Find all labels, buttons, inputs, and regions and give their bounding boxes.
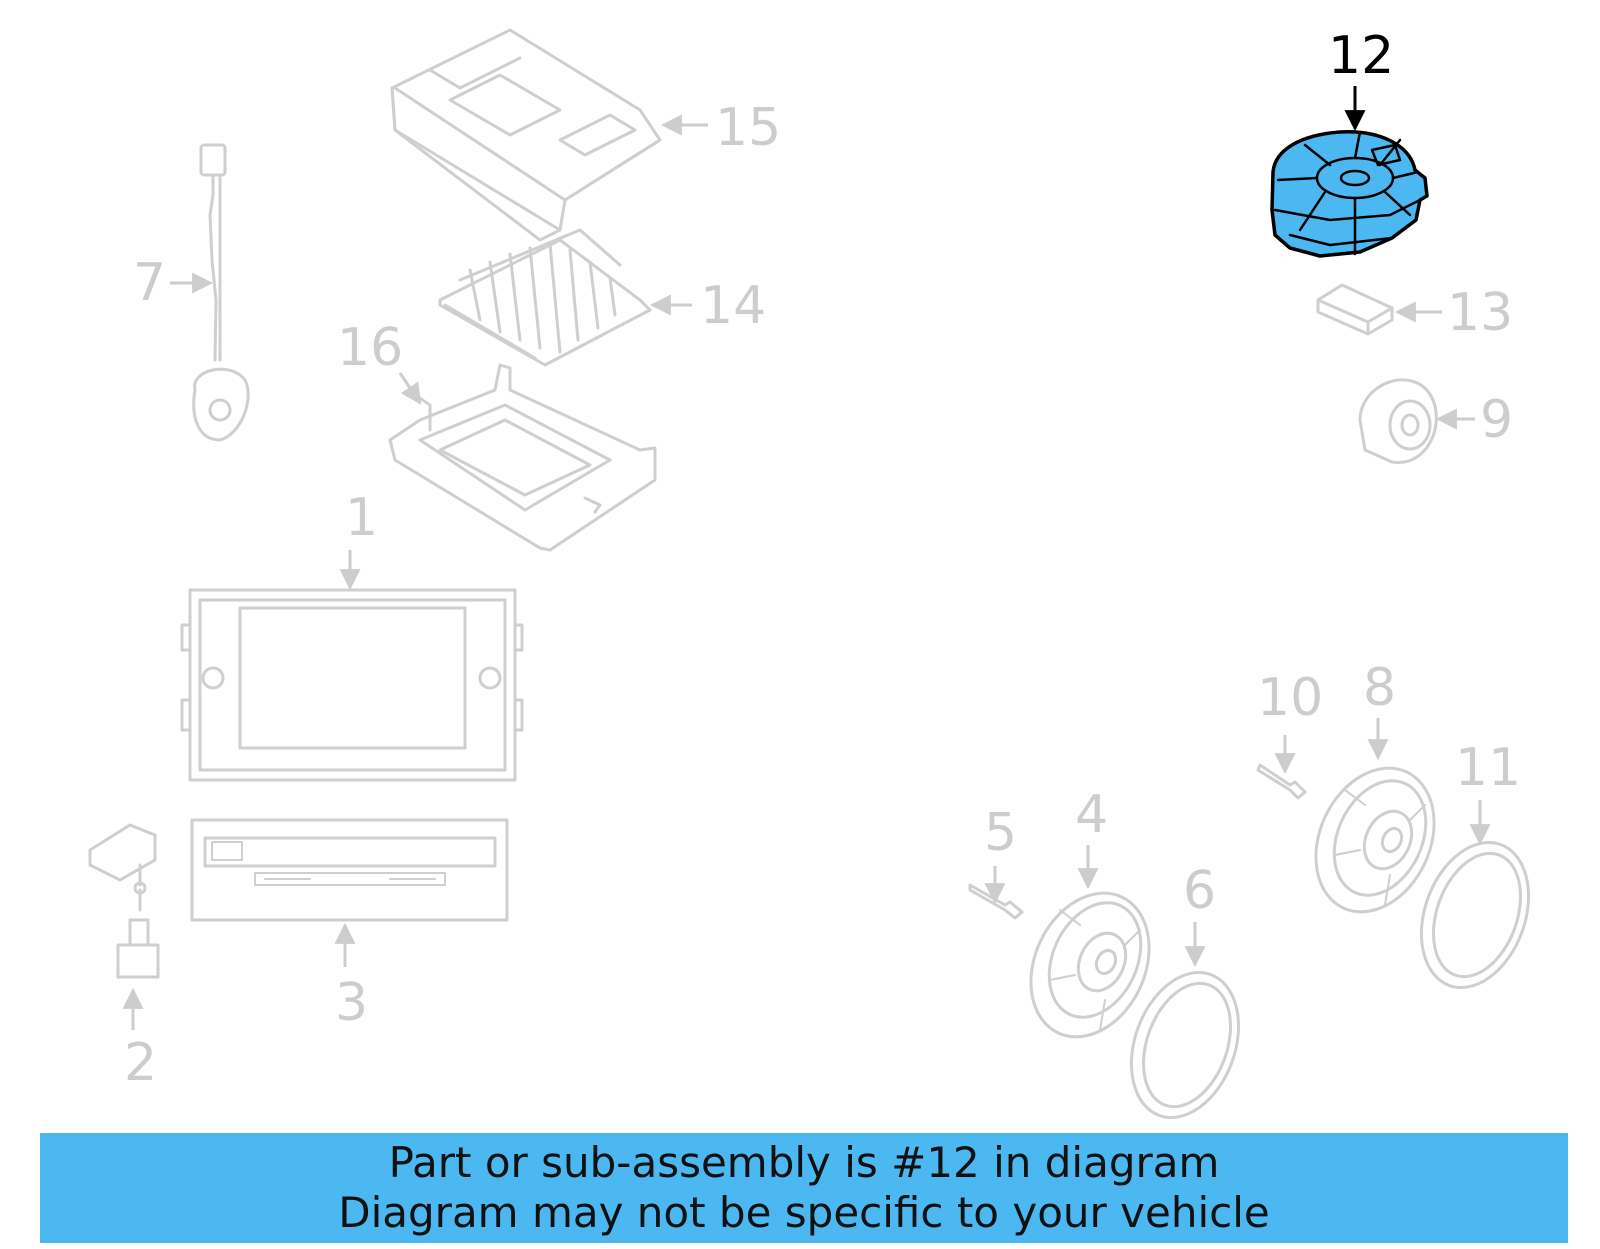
part-16-bracket	[388, 363, 657, 552]
callout-11: 11	[1455, 738, 1521, 798]
part-13-pad	[1316, 283, 1394, 336]
callout-2: 2	[124, 1033, 157, 1093]
part-1-display	[180, 588, 524, 782]
part-6-ring	[1129, 970, 1241, 1120]
part-9-tweeter	[1358, 378, 1438, 465]
info-banner: Part or sub-assembly is #12 in diagram D…	[40, 1133, 1568, 1243]
part-2-connector	[88, 823, 160, 979]
callout-15: 15	[715, 98, 781, 158]
part-5-screw	[968, 883, 1024, 920]
callout-4: 4	[1075, 785, 1108, 845]
part-14-amplifier	[438, 228, 652, 367]
callout-3: 3	[335, 973, 368, 1033]
part-10-screw	[1256, 763, 1307, 800]
banner-line-part: Part or sub-assembly is #12 in diagram	[388, 1138, 1220, 1187]
callout-13: 13	[1447, 283, 1513, 343]
callout-1: 1	[345, 488, 378, 548]
part-3-cd-unit	[190, 818, 509, 922]
callout-12[interactable]: 12	[1328, 26, 1394, 86]
callout-6: 6	[1183, 861, 1216, 921]
part-4-speaker	[1029, 891, 1151, 1039]
banner-line-disclaimer: Diagram may not be specific to your vehi…	[338, 1188, 1270, 1237]
callout-16: 16	[337, 318, 403, 378]
callout-10: 10	[1257, 668, 1323, 728]
callout-14: 14	[700, 276, 766, 336]
part-15-module-housing	[390, 28, 662, 242]
part-11-ring	[1419, 840, 1531, 990]
callout-9: 9	[1480, 390, 1513, 450]
leader-lines	[122, 86, 1491, 1030]
part-8-speaker	[1314, 766, 1436, 914]
callout-7: 7	[133, 253, 166, 313]
callout-numbers: 1 2 3 4 5 6 7 8 9 10 11 12 13 14 15 16	[124, 26, 1521, 1093]
callout-5: 5	[984, 803, 1017, 863]
callout-8: 8	[1363, 658, 1396, 718]
part-12-subwoofer[interactable]	[1270, 130, 1429, 258]
part-7-antenna-cable	[192, 143, 250, 442]
